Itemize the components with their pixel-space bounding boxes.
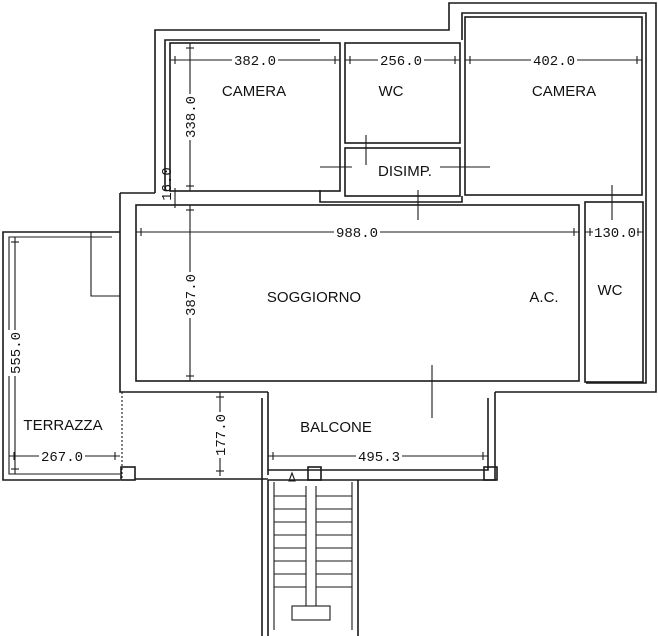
dim-label-wc-1-width: 256.0 [380,54,422,70]
dim-label-soggiorno-width: 988.0 [336,226,378,242]
room-label-wc-2: WC [598,282,623,299]
exterior-walls [119,2,657,393]
dim-label-camera-2-width: 402.0 [533,54,575,70]
dim-label-terrazza-width: 267.0 [41,450,83,466]
dim-label-soggiorno-depth: 387.0 [184,274,200,316]
dim-label-balcone-depth: 177.0 [214,414,230,456]
door-marks [320,135,613,418]
disimp-room [344,147,461,197]
room-label-camera-2: CAMERA [532,83,596,100]
dim-label-wall-gap: 16.0 [160,167,176,201]
camera-2-room [464,16,643,196]
dim-label-balcone-width: 495.3 [358,450,400,466]
dim-label-camera-1-width: 382.0 [234,54,276,70]
wc-1-room [344,42,461,144]
dimension-labels: 382.0 256.0 402.0 338.0 16.0 988.0 130.0… [8,52,637,466]
room-label-camera-1: CAMERA [222,83,286,100]
room-label-soggiorno: SOGGIORNO [267,289,361,306]
staircase [267,471,359,636]
camera-1-room [169,42,341,192]
room-label-terrazza: TERRAZZA [23,417,102,434]
room-label-ac: A.C. [529,289,558,306]
dim-label-terrazza-depth: 555.0 [9,332,25,374]
room-label-disimp: DISIMP. [378,163,432,180]
room-label-wc-1: WC [379,83,404,100]
balcone-walls [135,392,498,636]
dim-label-wc-2-width: 130.0 [594,226,636,242]
dimension-lines [9,43,643,476]
dim-label-camera-1-depth: 338.0 [184,96,200,138]
room-label-balcone: BALCONE [300,419,372,436]
wc-2-room [584,201,644,383]
soggiorno-room [135,204,580,382]
